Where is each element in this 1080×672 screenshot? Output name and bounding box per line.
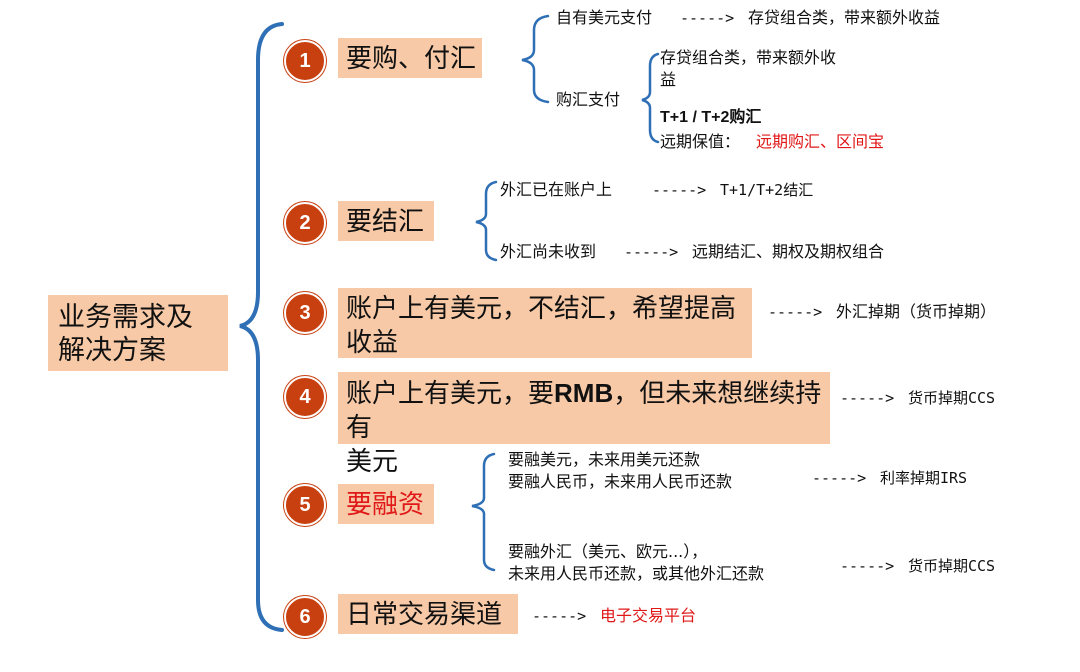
item4-title-part-c: ，但未来想继续持有: [346, 379, 822, 443]
item6-result: 电子交易平台: [600, 606, 697, 625]
item1-sub2: T+1 / T+2购汇: [660, 109, 762, 126]
item3-number-badge: 3: [284, 292, 326, 334]
item4-arrow: ----->: [840, 389, 895, 407]
root-title-line1: 业务需求及: [58, 302, 193, 333]
item4-title-part-b: RMB: [554, 378, 614, 408]
item2-branch2-label: 外汇尚未收到: [500, 242, 597, 261]
item6-arrow: ----->: [532, 607, 587, 625]
item2-branch1-arrow: ----->: [652, 181, 707, 199]
item1-branch1-arrow: ----->: [680, 9, 735, 27]
item3-result: 外汇掉期（货币掉期）: [836, 302, 997, 321]
item2-box: 要结汇: [338, 201, 434, 241]
item3-title-line2: 收益: [346, 328, 399, 358]
item5-branch2-result: 货币掉期CCS: [908, 557, 996, 575]
item2-branch2-arrow: ----->: [624, 243, 679, 261]
item2-brace: [475, 180, 498, 262]
item6-number-badge: 6: [284, 596, 326, 638]
item4-title-line1: 账户上有美元，要RMB，但未来想继续持有: [346, 376, 830, 445]
item1-sub1-line2: 益: [660, 70, 677, 89]
item6-title: 日常交易渠道: [346, 600, 503, 630]
item4-title-part-a: 账户上有美元，要: [346, 379, 555, 409]
item1-sub3-label: 远期保值：: [660, 132, 741, 151]
item1-sub-brace: [641, 52, 660, 144]
main-brace: [239, 22, 284, 632]
item1-title: 要购、付汇: [346, 44, 477, 74]
item2-branch2-result: 远期结汇、期权及期权组合: [692, 242, 885, 261]
item6-box: 日常交易渠道: [338, 594, 518, 634]
item5-branch2-line2: 未来用人民币还款，或其他外汇还款: [508, 564, 765, 583]
item5-branch1-result: 利率掉期IRS: [880, 469, 968, 487]
item1-branch1-result: 存贷组合类，带来额外收益: [748, 8, 941, 27]
item4-number-badge: 4: [284, 376, 326, 418]
item5-box: 要融资: [338, 484, 434, 524]
item1-number-badge: 1: [284, 40, 326, 82]
root-box: 业务需求及 解决方案: [48, 295, 228, 371]
item3-box: 账户上有美元，不结汇，希望提高 收益: [338, 288, 752, 358]
item5-branch2-arrow: ----->: [840, 557, 895, 575]
item2-branch1-result: T+1/T+2结汇: [720, 181, 814, 199]
item2-title: 要结汇: [346, 207, 425, 237]
item3-arrow: ----->: [768, 303, 823, 321]
item5-branch1-line2: 要融人民币，未来用人民币还款: [508, 472, 733, 491]
item5-title: 要融资: [346, 490, 425, 520]
item1-box: 要购、付汇: [338, 38, 482, 78]
item2-branch1-label: 外汇已在账户上: [500, 180, 613, 199]
item4-result: 货币掉期CCS: [908, 389, 996, 407]
item5-branch1-arrow: ----->: [812, 469, 867, 487]
item4-box: 账户上有美元，要RMB，但未来想继续持有 美元: [338, 372, 830, 477]
root-title-line2: 解决方案: [58, 335, 166, 366]
item3-title-line1: 账户上有美元，不结汇，希望提高: [346, 294, 737, 324]
item5-branch1-line1: 要融美元，未来用美元还款: [508, 450, 701, 469]
item1-sub1-line1: 存贷组合类，带来额外收: [660, 48, 837, 67]
item2-number-badge: 2: [284, 202, 326, 244]
item1-branch2-label: 购汇支付: [556, 90, 621, 109]
item1-brace: [521, 14, 550, 104]
item5-number-badge: 5: [284, 484, 326, 526]
item1-sub3-value: 远期购汇、区间宝: [756, 132, 885, 151]
item4-title-line2: 美元: [346, 447, 399, 477]
item1-branch1-label: 自有美元支付: [556, 8, 653, 27]
item5-brace: [471, 452, 496, 572]
item5-branch2-line1: 要融外汇（美元、欧元...），: [508, 542, 708, 561]
